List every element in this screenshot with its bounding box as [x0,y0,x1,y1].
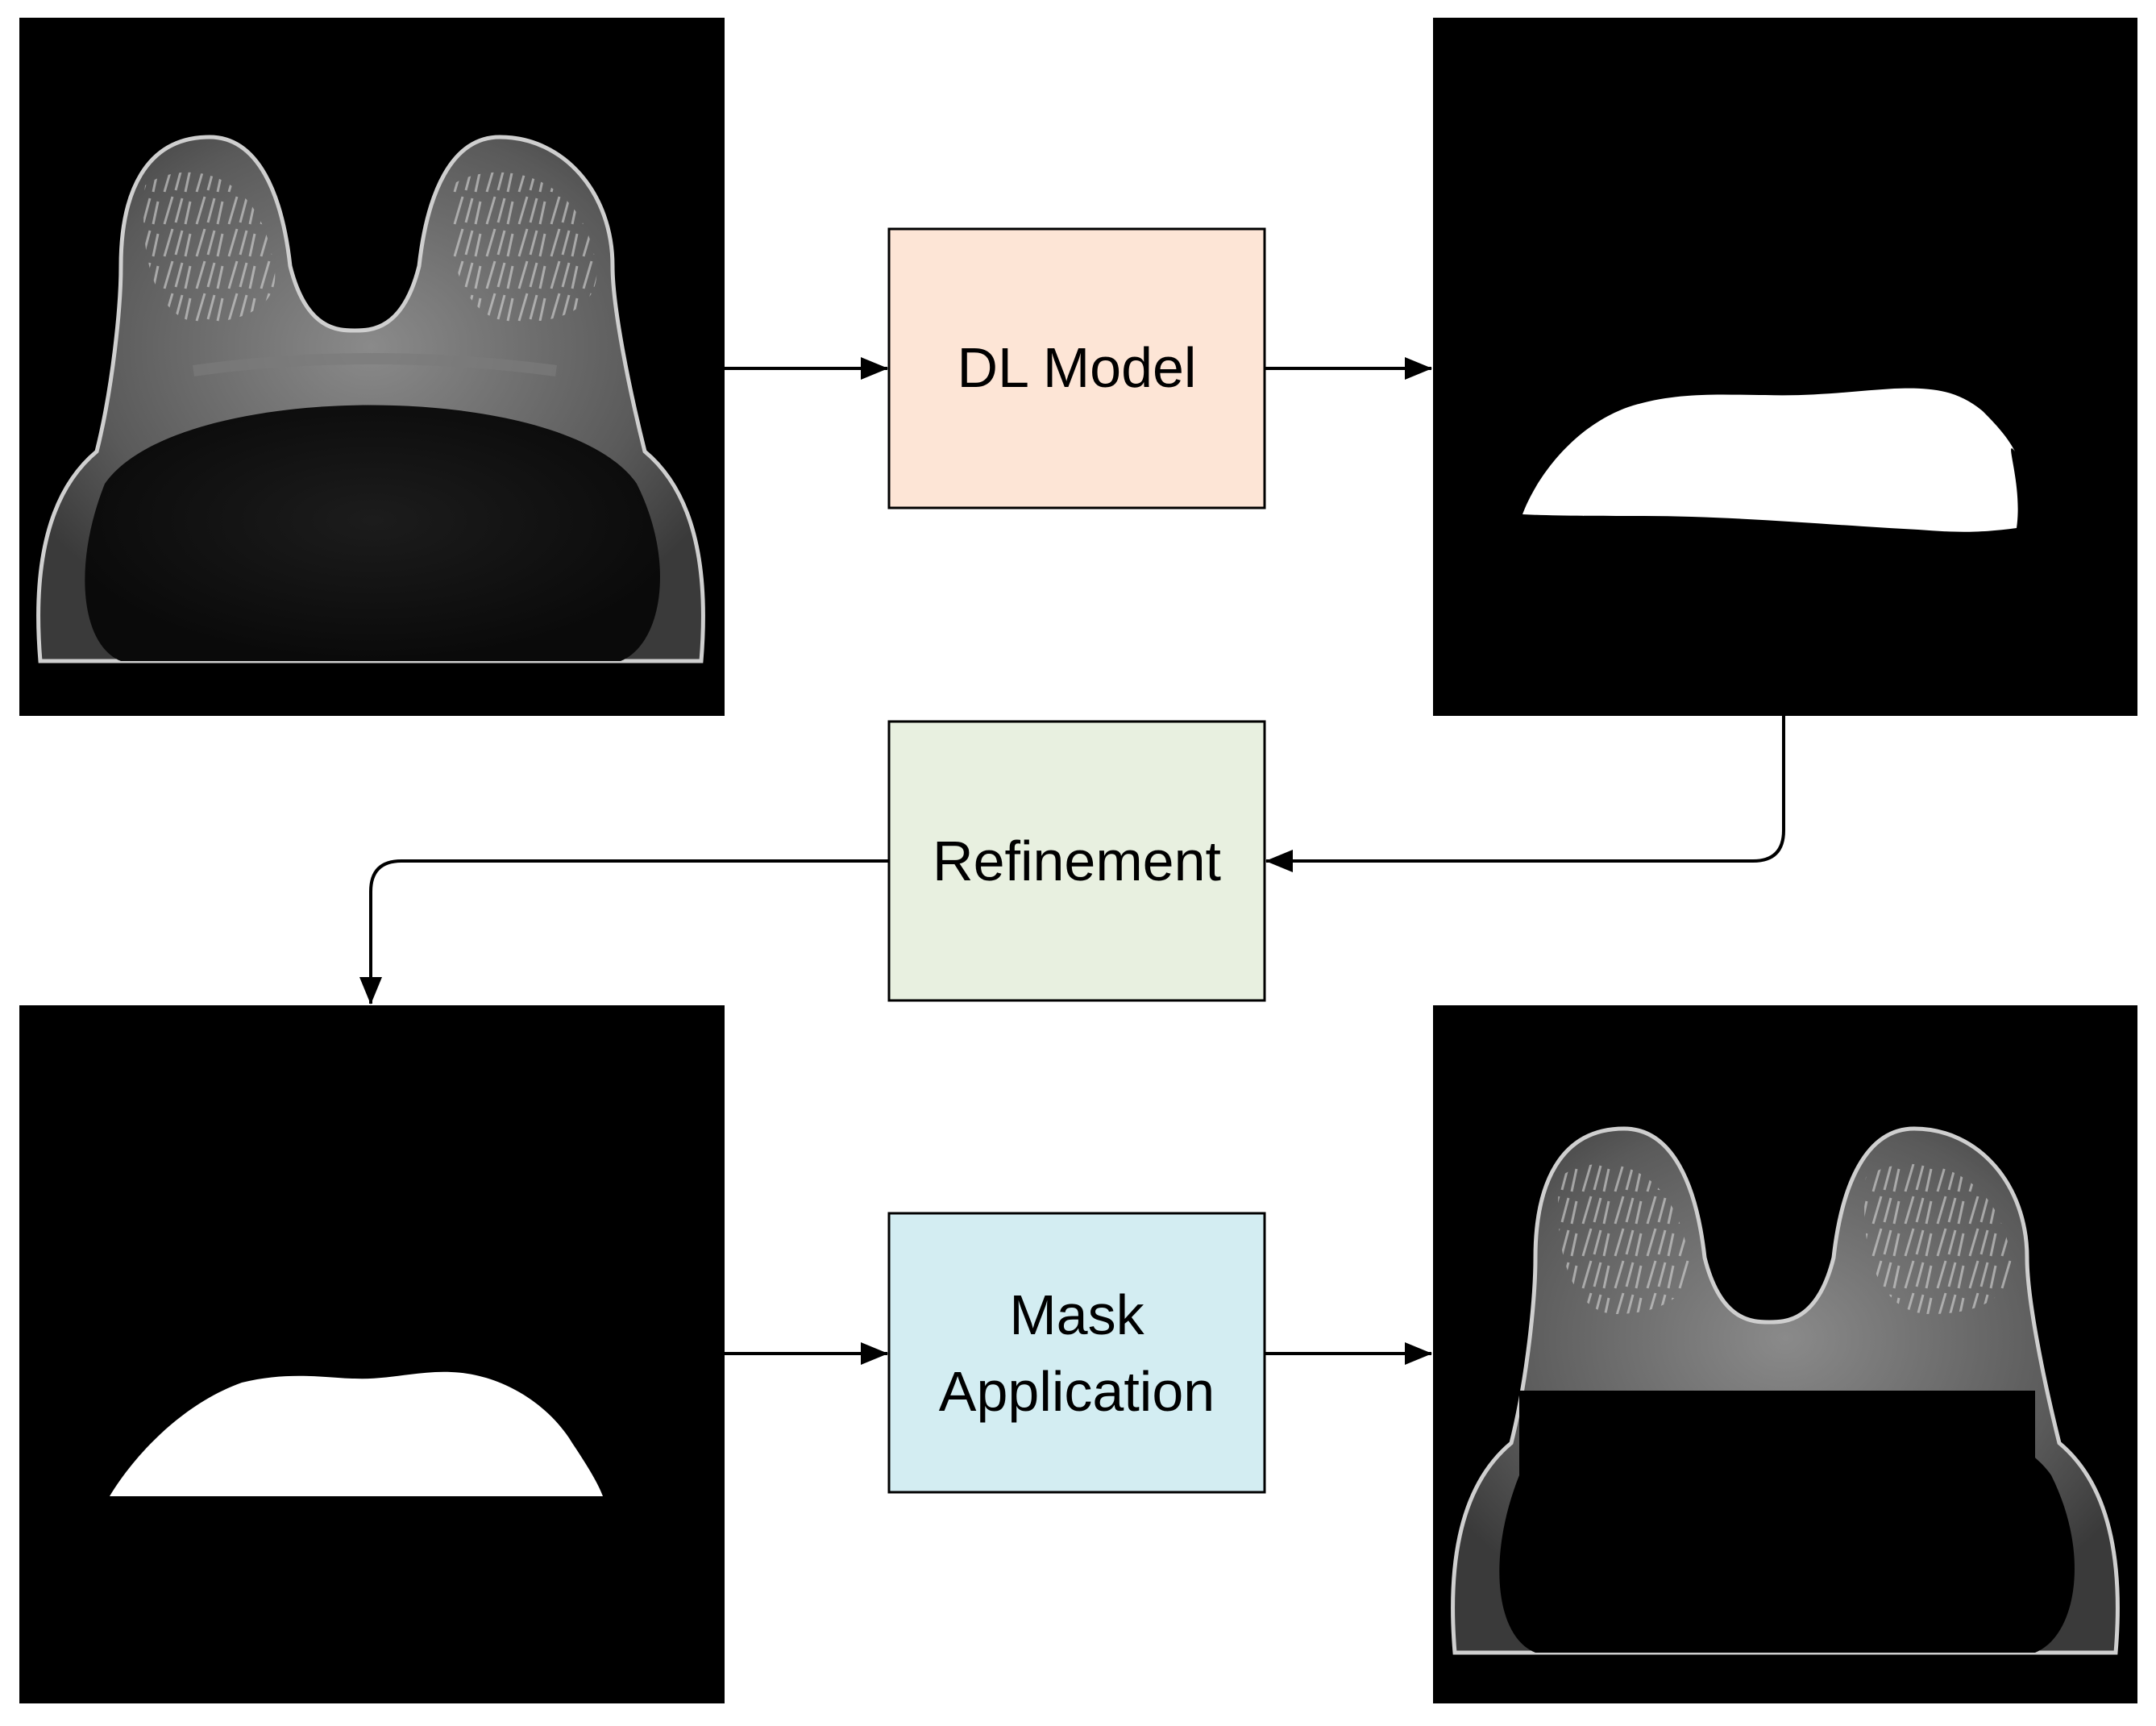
refinement-box: Refinement [887,720,1266,1002]
refined-mask-icon [110,1371,603,1496]
mask-application-box: Mask Application [887,1212,1266,1494]
breast-mri-scan-icon [36,135,705,663]
dl-model-box: DL Model [887,227,1266,509]
arrow-refinement-to-refined-mask [359,859,889,1004]
dl-model-label: DL Model [958,336,1197,399]
mask-application-label-line2: Application [939,1360,1215,1423]
input-mri-panel [19,18,725,716]
binary-mask-icon [1522,388,2018,532]
masked-output-panel [1433,1005,2137,1703]
refined-mask-panel [19,1005,725,1703]
masked-mri-scan-icon [1451,1126,2120,1655]
arrow-mask-to-refinement [1265,716,1785,872]
refinement-label: Refinement [933,830,1221,892]
predicted-mask-panel [1433,18,2137,716]
mask-application-label-line1: Mask [1009,1283,1144,1346]
